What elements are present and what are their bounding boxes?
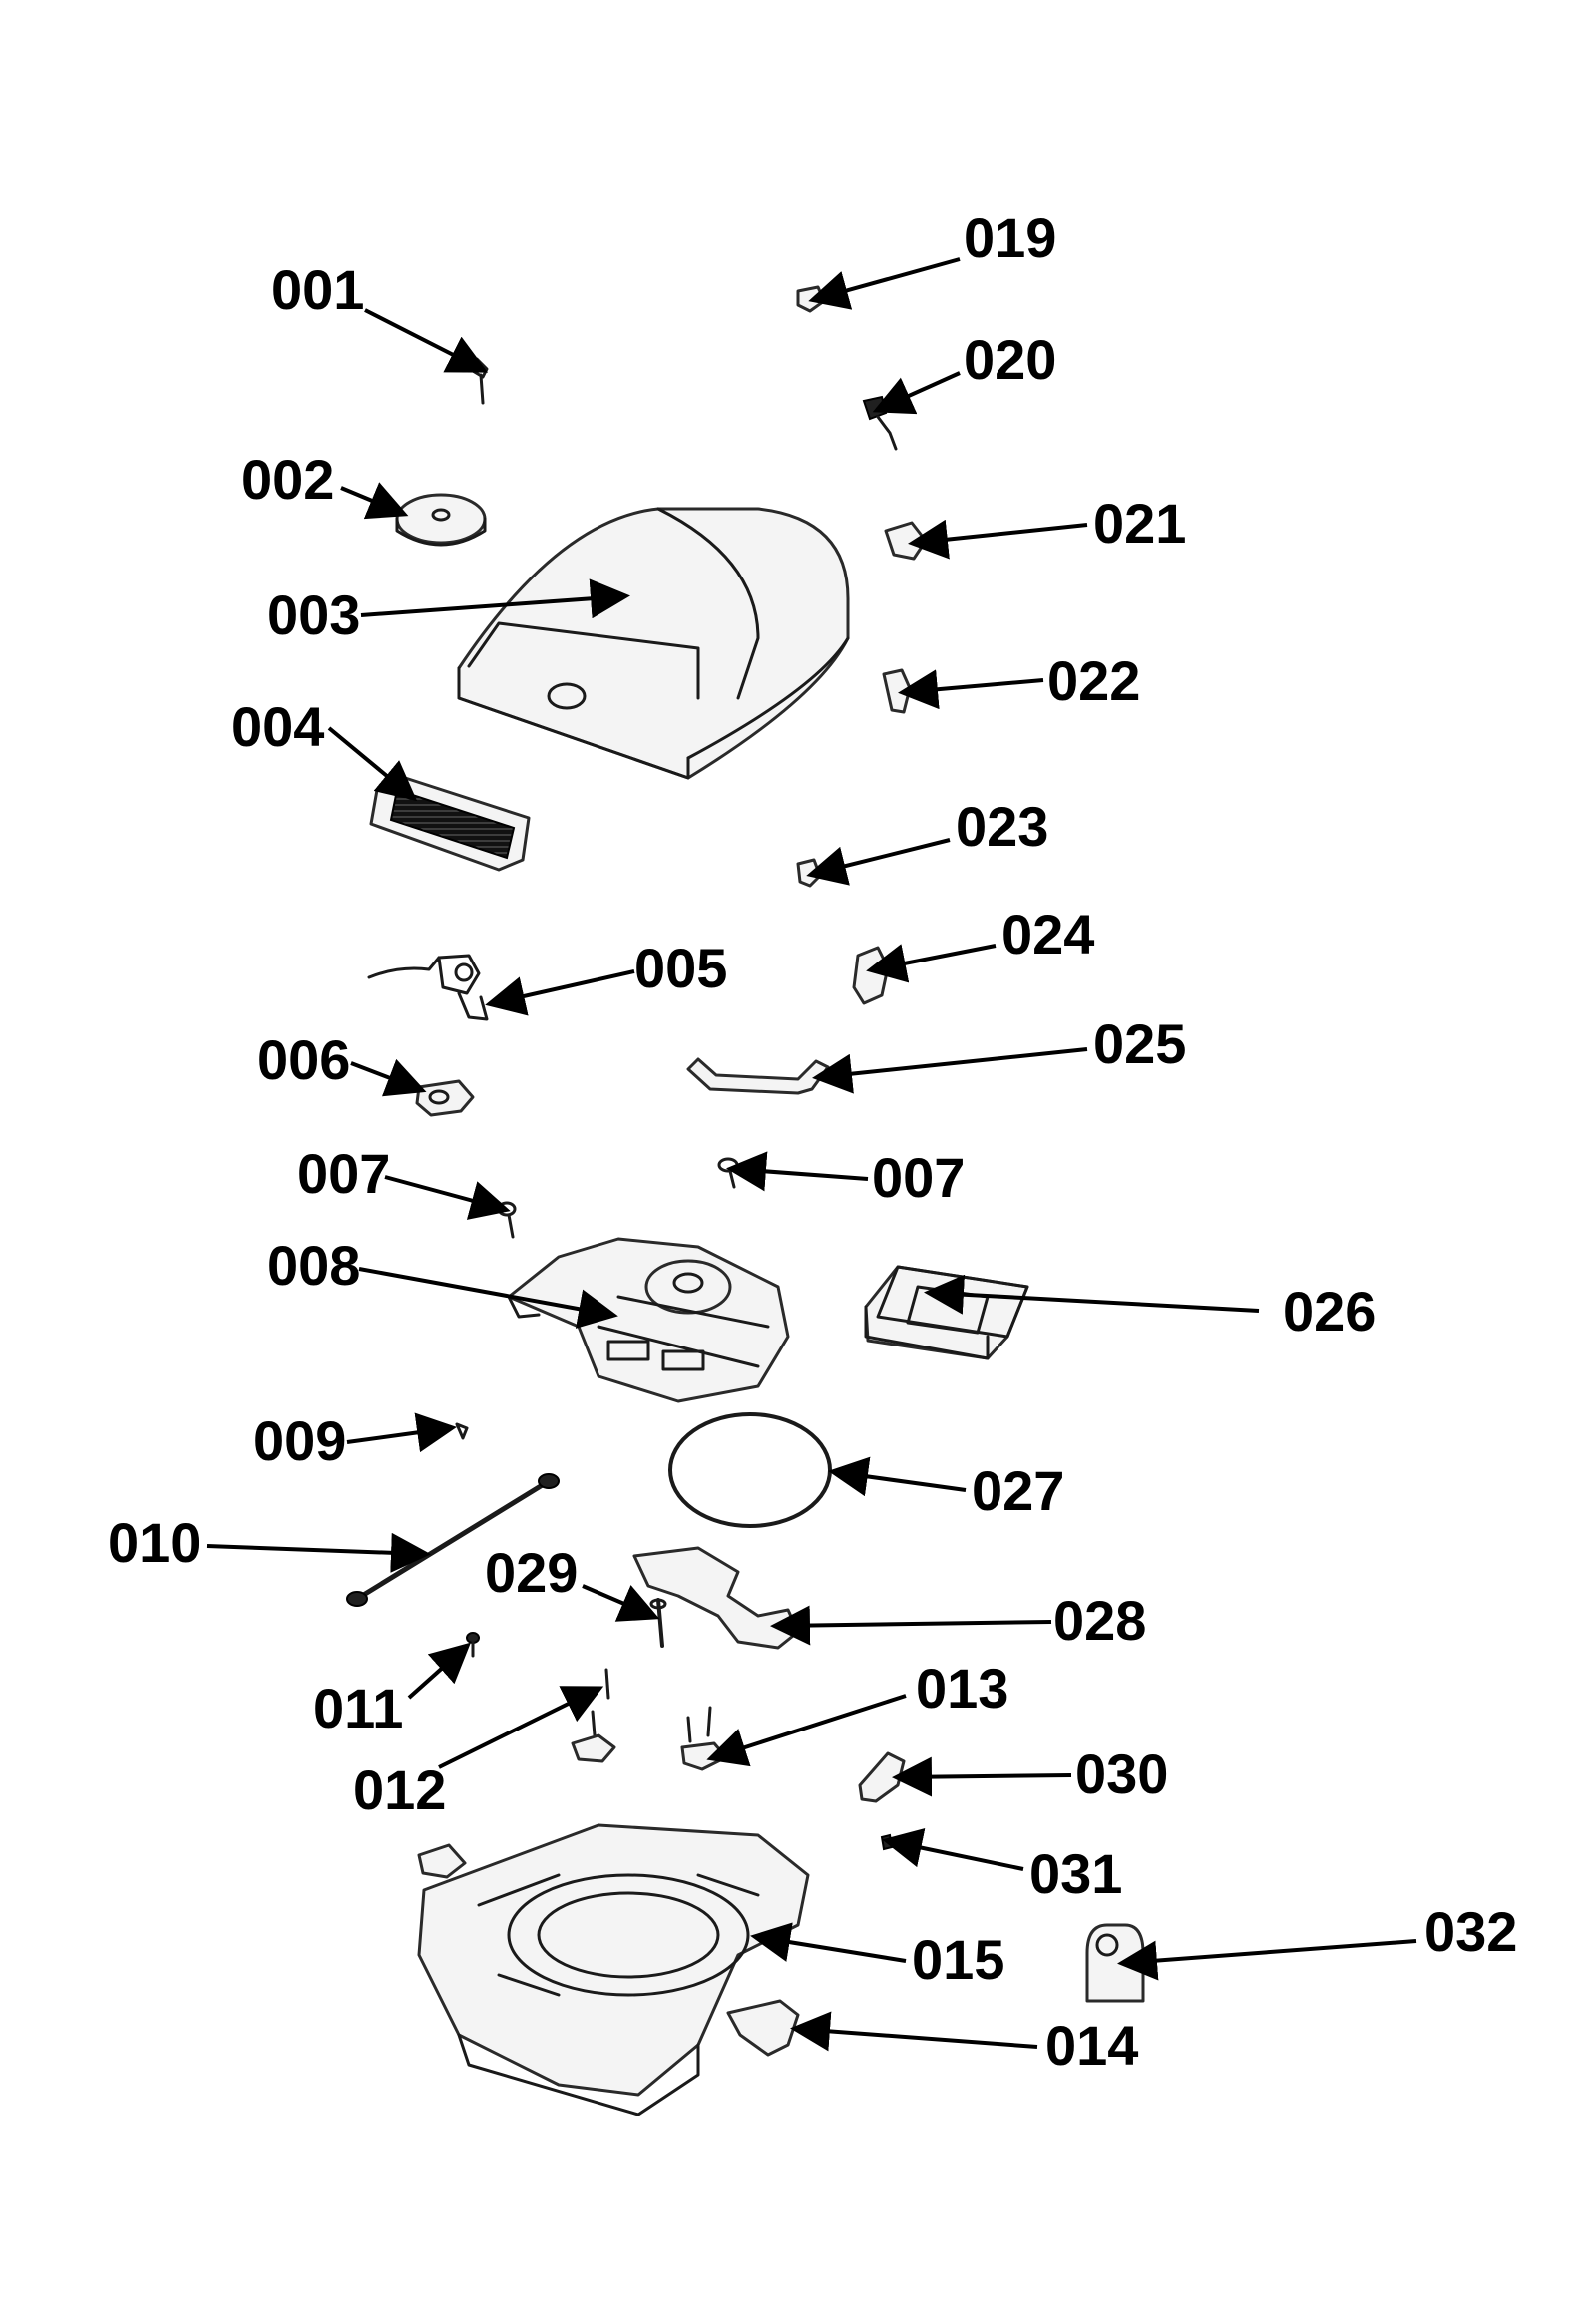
- leader-007-left: [384, 1175, 511, 1220]
- label-019: 019: [964, 206, 1056, 269]
- leader-026: [924, 1274, 1260, 1315]
- leader-002: [340, 482, 409, 520]
- label-003: 003: [267, 583, 360, 646]
- part-029-pin: [649, 1598, 667, 1648]
- label-004: 004: [231, 695, 324, 758]
- label-015: 015: [912, 1928, 1004, 1991]
- label-029: 029: [485, 1541, 578, 1604]
- label-026: 026: [1283, 1280, 1376, 1343]
- label-009: 009: [253, 1409, 346, 1472]
- part-008-drive-mechanism: [507, 1237, 790, 1403]
- part-030-clip: [858, 1751, 906, 1803]
- label-014: 014: [1045, 2014, 1138, 2077]
- leader-014: [790, 2011, 1038, 2052]
- part-009-pin: [455, 1422, 469, 1440]
- label-021: 021: [1093, 492, 1186, 555]
- label-006: 006: [257, 1028, 350, 1091]
- leader-031: [882, 1827, 1024, 1871]
- leader-003: [360, 578, 630, 619]
- label-028: 028: [1053, 1589, 1146, 1652]
- label-027: 027: [972, 1459, 1064, 1522]
- label-011: 011: [313, 1677, 403, 1739]
- leader-009: [346, 1412, 457, 1453]
- part-028-lever: [632, 1546, 800, 1650]
- leader-010: [206, 1532, 431, 1573]
- part-007-screw-right: [717, 1157, 739, 1189]
- leader-015: [750, 1922, 907, 1963]
- leader-012: [438, 1686, 604, 1769]
- leader-030: [892, 1756, 1072, 1797]
- label-023: 023: [956, 795, 1048, 858]
- label-005: 005: [634, 937, 727, 999]
- label-022: 022: [1047, 649, 1140, 712]
- label-001: 001: [271, 258, 364, 321]
- part-015-base-chassis: [417, 1823, 810, 2116]
- part-024-bracket: [852, 946, 890, 1005]
- leader-020: [872, 371, 961, 415]
- leader-006: [350, 1058, 427, 1097]
- leader-001: [364, 308, 489, 373]
- label-032: 032: [1424, 1900, 1517, 1963]
- leader-008: [358, 1267, 618, 1329]
- label-010: 010: [108, 1511, 200, 1574]
- label-020: 020: [964, 328, 1056, 391]
- part-013-screw-set: [680, 1706, 728, 1771]
- label-013: 013: [916, 1657, 1008, 1720]
- part-003-top-lid: [457, 507, 850, 780]
- leader-022: [898, 669, 1044, 710]
- leader-023: [806, 838, 951, 886]
- leader-019: [808, 257, 961, 310]
- leader-027: [828, 1456, 967, 1497]
- part-025-long-bracket: [686, 1057, 830, 1095]
- leader-011: [407, 1642, 471, 1700]
- leader-028: [770, 1605, 1052, 1646]
- leader-032: [1117, 1939, 1417, 1981]
- part-labels: 001 002 003 004 005 006 007 007 008 009 …: [108, 206, 1517, 2077]
- label-002: 002: [241, 448, 334, 511]
- part-006-plate: [415, 1079, 475, 1117]
- label-007-right: 007: [872, 1146, 965, 1209]
- leader-021: [908, 519, 1088, 560]
- leader-007-right: [726, 1151, 869, 1192]
- label-025: 025: [1093, 1012, 1186, 1075]
- label-007-left: 007: [297, 1142, 390, 1205]
- label-008: 008: [267, 1234, 360, 1297]
- leader-024: [866, 944, 997, 983]
- part-012-screw-set: [571, 1668, 616, 1763]
- part-011-screw: [466, 1632, 480, 1658]
- part-002-knob: [395, 493, 487, 547]
- leader-029: [582, 1584, 660, 1622]
- label-012: 012: [353, 1758, 446, 1821]
- leader-005: [485, 969, 635, 1016]
- part-004-grille: [369, 774, 531, 872]
- part-005-bracket: [367, 954, 489, 1021]
- part-027-belt: [668, 1412, 832, 1528]
- leader-lines: [206, 257, 1417, 2052]
- label-030: 030: [1075, 1742, 1168, 1805]
- part-014-bracket: [726, 1999, 800, 2057]
- label-031: 031: [1029, 1842, 1122, 1905]
- label-024: 024: [1001, 903, 1094, 965]
- leader-013: [706, 1694, 907, 1767]
- part-010-rod: [346, 1473, 560, 1607]
- part-026-tray: [864, 1265, 1029, 1360]
- leader-025: [812, 1047, 1088, 1094]
- leader-004: [327, 726, 418, 802]
